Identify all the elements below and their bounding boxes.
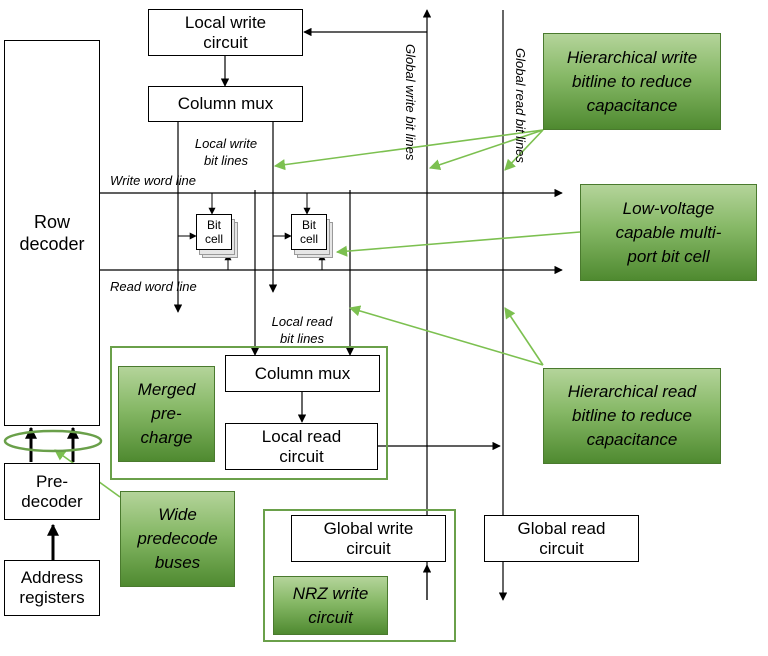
global-write-bit-lines-label: Global write bit lines	[403, 44, 418, 161]
callout-wide-predecode: Wide predecode buses	[120, 491, 235, 587]
read-word-line-label: Read word line	[110, 279, 197, 294]
bit-cell-2: Bit cell	[291, 214, 327, 250]
global-read-bit-lines-label: Global read bit lines	[513, 48, 528, 163]
local-read-bit-lines-label: Local read bit lines	[271, 314, 333, 346]
address-registers: Address registers	[4, 560, 100, 616]
bit-cell-1: Bit cell	[196, 214, 232, 250]
wires	[25, 9, 563, 601]
global-write-circuit: Global write circuit	[291, 515, 446, 562]
callout-pointers	[54, 129, 581, 498]
local-write-bit-lines-label: Local write bit lines	[194, 136, 258, 168]
local-write-circuit: Local write circuit	[148, 9, 303, 56]
local-read-circuit: Local read circuit	[225, 423, 378, 470]
callout-low-voltage-bit-cell: Low-voltage capable multi- port bit cell	[580, 184, 757, 281]
callout-hierarchical-read: Hierarchical read bitline to reduce capa…	[543, 368, 721, 464]
column-mux-bottom: Column mux	[225, 355, 380, 392]
callout-merged-precharge: Merged pre- charge	[118, 366, 215, 462]
merged-precharge-frame	[110, 346, 388, 480]
callout-hierarchical-write: Hierarchical write bitline to reduce cap…	[543, 33, 721, 130]
predecode-bus-ellipse	[3, 429, 103, 453]
nrz-write-frame	[263, 509, 456, 642]
row-decoder: Row decoder	[4, 40, 100, 426]
global-read-circuit: Global read circuit	[484, 515, 639, 562]
write-word-line-label: Write word line	[110, 173, 196, 188]
pre-decoder: Pre- decoder	[4, 463, 100, 520]
column-mux-top: Column mux	[148, 86, 303, 122]
callout-nrz-write: NRZ write circuit	[273, 576, 388, 635]
